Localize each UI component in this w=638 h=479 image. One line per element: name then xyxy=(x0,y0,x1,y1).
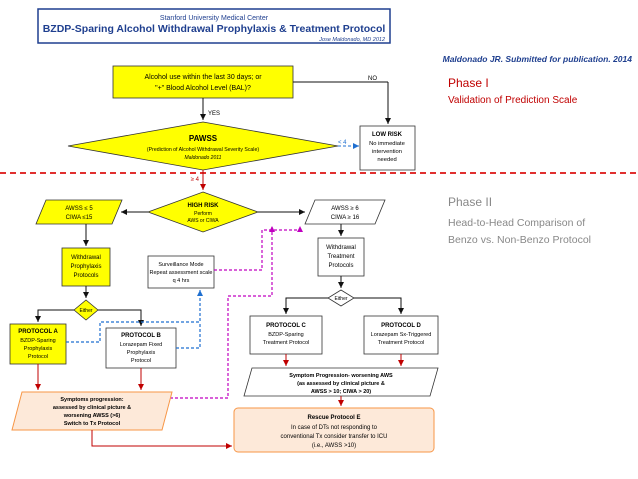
protocol-c-line1: BZDP-Sparing xyxy=(268,332,303,338)
awss-low-line2: CIWA ≤15 xyxy=(66,215,93,221)
protocol-b-title: PROTOCOL B xyxy=(121,333,161,339)
phase2-line2: Benzo vs. Non-Benzo Protocol xyxy=(448,234,591,246)
alcohol-question-line1: Alcohol use within the last 30 days; or xyxy=(144,74,262,81)
awss-low-line1: AWSS ≤ 5 xyxy=(65,206,93,212)
symptom-right-line3: AWSS > 10; CIWA > 20) xyxy=(311,389,371,395)
low-risk-line2: No immediate xyxy=(369,141,405,147)
symptom-right-line2: (as assessed by clinical picture & xyxy=(297,381,385,387)
treatment-line3: Protocols xyxy=(328,263,353,269)
header-org: Stanford University Medical Center xyxy=(160,15,269,22)
protocol-d-line2: Treatment Protocol xyxy=(378,340,425,346)
phase1-title: Phase I xyxy=(448,76,489,90)
magenta-dash-path xyxy=(214,226,303,271)
symptom-right-box: Symptom Progression- worsening AWS (as a… xyxy=(243,367,439,397)
protocol-a-line2: Prophylaxis xyxy=(24,346,53,352)
surveillance-box: Surveillance Mode Repeat assessment scal… xyxy=(147,255,215,289)
header-author: Jose Maldonado, MD 2012 xyxy=(318,37,385,43)
alcohol-question-box: Alcohol use within the last 30 days; or … xyxy=(112,65,294,99)
blue-dash-loop-b xyxy=(176,322,201,349)
high-risk-line1: Perform xyxy=(194,211,212,217)
header-box: Stanford University Medical Center BZDP-… xyxy=(37,8,391,44)
protocol-d-title: PROTOCOL D xyxy=(381,323,421,329)
symptom-left-line4: Switch to Tx Protocol xyxy=(64,421,121,427)
prophylaxis-line2: Prophylaxis xyxy=(70,264,101,270)
protocol-a-line1: BZDP-Sparing xyxy=(20,338,55,344)
protocol-b-line2: Prophylaxis xyxy=(127,350,156,356)
either-left-diamond: Either xyxy=(73,299,99,321)
lt4-label: < 4 xyxy=(338,140,347,146)
symptom-left-line1: Symptoms progression: xyxy=(60,397,123,403)
protocol-d-box: PROTOCOL D Lorazepam Sx-Triggered Treatm… xyxy=(363,315,439,355)
symptom-left-to-rescue xyxy=(91,430,232,449)
high-risk-line2: AWS or CIWA xyxy=(187,218,219,224)
symptom-right-line1: Symptom Progression- worsening AWS xyxy=(289,373,393,379)
awss-high-line1: AWSS ≥ 6 xyxy=(331,206,359,212)
treatment-box: Withdrawal Treatment Protocols xyxy=(317,237,365,277)
awss-high-box: AWSS ≥ 6 CIWA ≥ 16 xyxy=(304,199,386,225)
protocol-c-box: PROTOCOL C BZDP-Sparing Treatment Protoc… xyxy=(249,315,323,355)
phase1-subtitle: Validation of Prediction Scale xyxy=(448,95,578,106)
protocol-c-line2: Treatment Protocol xyxy=(263,340,310,346)
low-risk-line3: intervention xyxy=(372,149,402,155)
protocol-a-title: PROTOCOL A xyxy=(18,329,58,335)
blue-dash-loop xyxy=(66,290,203,343)
protocol-c-title: PROTOCOL C xyxy=(266,323,306,329)
phase2-line1: Head-to-Head Comparison of xyxy=(448,217,585,229)
symptom-left-box: Symptoms progression: assessed by clinic… xyxy=(11,391,173,431)
low-risk-line1: LOW RISK xyxy=(372,132,403,138)
header-title: BZDP-Sparing Alcohol Withdrawal Prophyla… xyxy=(43,23,386,35)
alcohol-question-line2: "+" Blood Alcohol Level (BAL)? xyxy=(155,85,251,92)
protocol-b-line3: Protocol xyxy=(131,358,151,364)
citation: Maldonado JR. Submitted for publication.… xyxy=(443,54,633,64)
yes-label: YES xyxy=(208,111,220,117)
rescue-box: Rescue Protocol E In case of DTs not res… xyxy=(233,407,435,453)
symptom-left-line3: worsening AWSS (>6) xyxy=(63,413,121,419)
prophylaxis-line1: Withdrawal xyxy=(71,255,101,261)
pawss-line2: Maldonado 2011 xyxy=(185,155,222,161)
high-risk-diamond: HIGH RISK Perform AWS or CIWA xyxy=(146,191,260,233)
rescue-title: Rescue Protocol E xyxy=(307,415,360,421)
awss-high-line2: CIWA ≥ 16 xyxy=(331,215,360,221)
rescue-line2: conventional Tx consider transfer to ICU xyxy=(281,434,388,440)
prophylaxis-box: Withdrawal Prophylaxis Protocols xyxy=(61,247,111,287)
treatment-line1: Withdrawal xyxy=(326,245,356,251)
pawss-line1: (Prediction of Alcohol Withdrawal Severi… xyxy=(147,147,259,153)
no-label: NO xyxy=(368,76,377,82)
either-left-label: Either xyxy=(79,308,92,314)
rescue-line1: In case of DTs not responding to xyxy=(291,425,378,431)
surveillance-line3: q 4 hrs xyxy=(173,278,190,284)
phase2-title: Phase II xyxy=(448,195,492,209)
symptom-left-line2: assessed by clinical picture & xyxy=(53,405,131,411)
either-right-diamond: Either xyxy=(327,289,355,307)
protocol-a-line3: Protocol xyxy=(28,354,48,360)
surveillance-line2: Repeat assessment scale xyxy=(150,270,213,276)
protocol-b-box: PROTOCOL B Lorazepam Fixed Prophylaxis P… xyxy=(105,327,177,369)
either-right-label: Either xyxy=(334,296,347,302)
magenta-dash-path-2 xyxy=(170,226,275,399)
pawss-title: PAWSS xyxy=(189,134,218,143)
protocol-d-line1: Lorazepam Sx-Triggered xyxy=(371,332,432,338)
treatment-line2: Treatment xyxy=(327,254,354,260)
protocol-a-box: PROTOCOL A BZDP-Sparing Prophylaxis Prot… xyxy=(9,323,67,365)
high-risk-title: HIGH RISK xyxy=(187,203,219,209)
awss-low-box: AWSS ≤ 5 CIWA ≤15 xyxy=(35,199,123,225)
ge4-label: ≥ 4 xyxy=(191,177,200,183)
surveillance-line1: Surveillance Mode xyxy=(158,262,203,268)
protocol-b-line1: Lorazepam Fixed xyxy=(120,342,163,348)
low-risk-box: LOW RISK No immediate intervention neede… xyxy=(359,125,416,171)
low-risk-line4: needed xyxy=(377,157,396,163)
prophylaxis-line3: Protocols xyxy=(73,273,98,279)
pawss-diamond: PAWSS (Prediction of Alcohol Withdrawal … xyxy=(67,121,339,171)
rescue-line3: (i.e., AWSS >10) xyxy=(312,443,356,449)
